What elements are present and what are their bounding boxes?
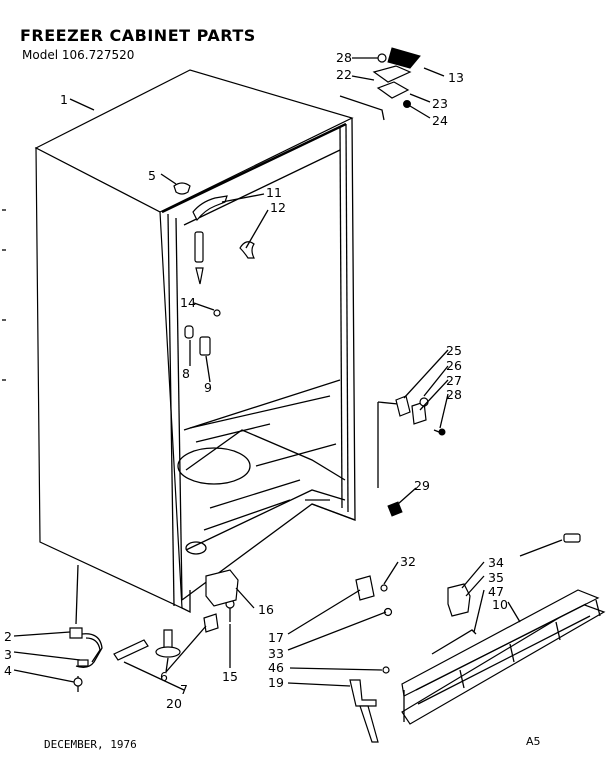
callout-8: 8 bbox=[182, 366, 190, 381]
callout-29: 29 bbox=[414, 478, 430, 493]
callout-17: 17 bbox=[268, 630, 284, 645]
part-16 bbox=[205, 569, 239, 607]
callout-33: 33 bbox=[268, 646, 284, 661]
callout-19: 19 bbox=[268, 675, 284, 690]
model-number: Model 106.727520 bbox=[22, 48, 135, 62]
callout-28-bottom: 28 bbox=[446, 387, 462, 402]
callout-23: 23 bbox=[432, 96, 448, 111]
diagram-date: DECEMBER, 1976 bbox=[44, 738, 137, 751]
callout-35: 35 bbox=[488, 570, 504, 585]
callout-46: 46 bbox=[268, 660, 284, 675]
callout-22: 22 bbox=[336, 67, 352, 82]
callout-13: 13 bbox=[448, 70, 464, 85]
callout-3: 3 bbox=[4, 647, 12, 662]
drain-and-leveler-parts bbox=[69, 564, 235, 692]
margin-marks bbox=[2, 209, 6, 381]
callout-12: 12 bbox=[270, 200, 286, 215]
callout-7: 7 bbox=[180, 682, 188, 697]
diagram-title: FREEZER CABINET PARTS bbox=[20, 26, 256, 45]
grille-hardware bbox=[431, 533, 581, 655]
callout-9: 9 bbox=[204, 380, 212, 395]
callout-11: 11 bbox=[266, 185, 282, 200]
callout-10: 10 bbox=[492, 597, 508, 612]
callout-14: 14 bbox=[180, 295, 196, 310]
callout-24: 24 bbox=[432, 113, 448, 128]
bracket-parts bbox=[349, 575, 393, 743]
callout-4: 4 bbox=[4, 663, 12, 678]
callout-32: 32 bbox=[400, 554, 416, 569]
top-hinge-group bbox=[339, 47, 421, 121]
callout-15: 15 bbox=[222, 669, 238, 684]
callout-27: 27 bbox=[446, 373, 462, 388]
page-code: A5 bbox=[526, 735, 541, 748]
callout-26: 26 bbox=[446, 358, 462, 373]
callout-20: 20 bbox=[166, 696, 182, 711]
bottom-hinge-group bbox=[377, 395, 446, 488]
callout-28-top: 28 bbox=[336, 50, 352, 65]
callout-34: 34 bbox=[488, 555, 504, 570]
callout-25: 25 bbox=[446, 343, 462, 358]
callout-2: 2 bbox=[4, 629, 12, 644]
callout-6: 6 bbox=[160, 669, 168, 684]
callout-5: 5 bbox=[148, 168, 156, 183]
cabinet-body bbox=[34, 69, 356, 614]
callout-16: 16 bbox=[258, 602, 274, 617]
callout-labels: 1 5 11 12 14 8 9 28 22 13 23 24 25 26 27… bbox=[4, 50, 508, 711]
part-29 bbox=[387, 501, 403, 517]
callout-1: 1 bbox=[60, 92, 68, 107]
grille-assembly bbox=[401, 589, 606, 725]
leader-lines bbox=[13, 57, 563, 691]
callout-47: 47 bbox=[488, 584, 504, 599]
part-5-plug bbox=[173, 182, 191, 195]
